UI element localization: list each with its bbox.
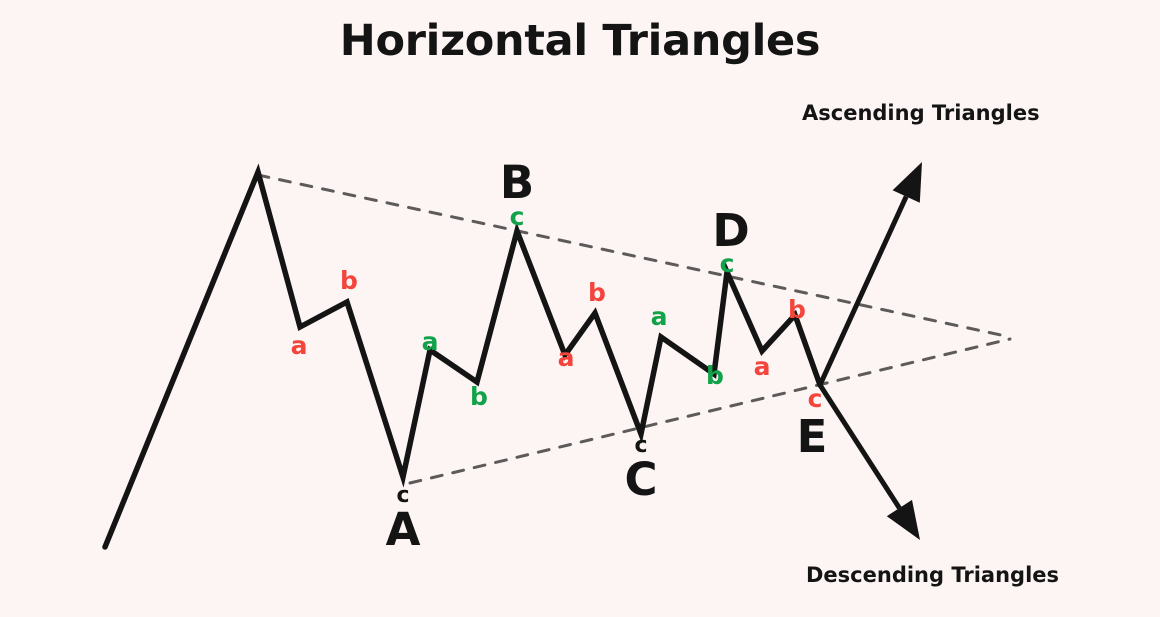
minor-wave-label-a: a [754,352,771,381]
descending-breakout-head [886,499,920,540]
breakout-arrows-group [817,162,922,540]
minor-wave-label-b: b [706,361,724,390]
wave-point-D: D [712,204,749,257]
wave-A-sub-label: c [396,483,409,508]
wave-C-sub-label: c [634,433,647,458]
wave-point-C: C [624,453,657,506]
minor-wave-label-b: b [788,295,806,324]
minor-wave-label-b: b [470,382,488,411]
wave-B-sub-label: c [510,202,525,231]
minor-wave-label-a: a [651,302,668,331]
minor-wave-label-b: b [340,266,358,295]
descending-breakout-shaft [817,383,902,510]
minor-wave-label-a: a [422,327,439,356]
wave-point-A: A [386,503,421,556]
ascending-breakout-head [892,162,922,203]
trendlines-group [256,173,1012,485]
page-title: Horizontal Triangles [339,16,821,66]
minor-wave-label-a: a [291,331,308,360]
ascending-breakout-shaft [817,195,909,387]
minor-wave-label-b: b [588,278,606,307]
lower-support-trendline [408,337,1012,485]
descending-triangles-label: Descending Triangles [806,563,1060,587]
price-wave [102,163,823,550]
wave-D-sub-label: c [720,249,735,278]
price-wave-group [102,163,823,550]
wave-point-B: B [500,156,534,209]
minor-wave-label-a: a [558,343,575,372]
ascending-triangles-label: Ascending Triangles [802,101,1040,125]
upper-resistance-trendline [256,173,1012,339]
wave-E-sub-label: c [808,384,823,413]
wave-point-E: E [797,410,828,463]
